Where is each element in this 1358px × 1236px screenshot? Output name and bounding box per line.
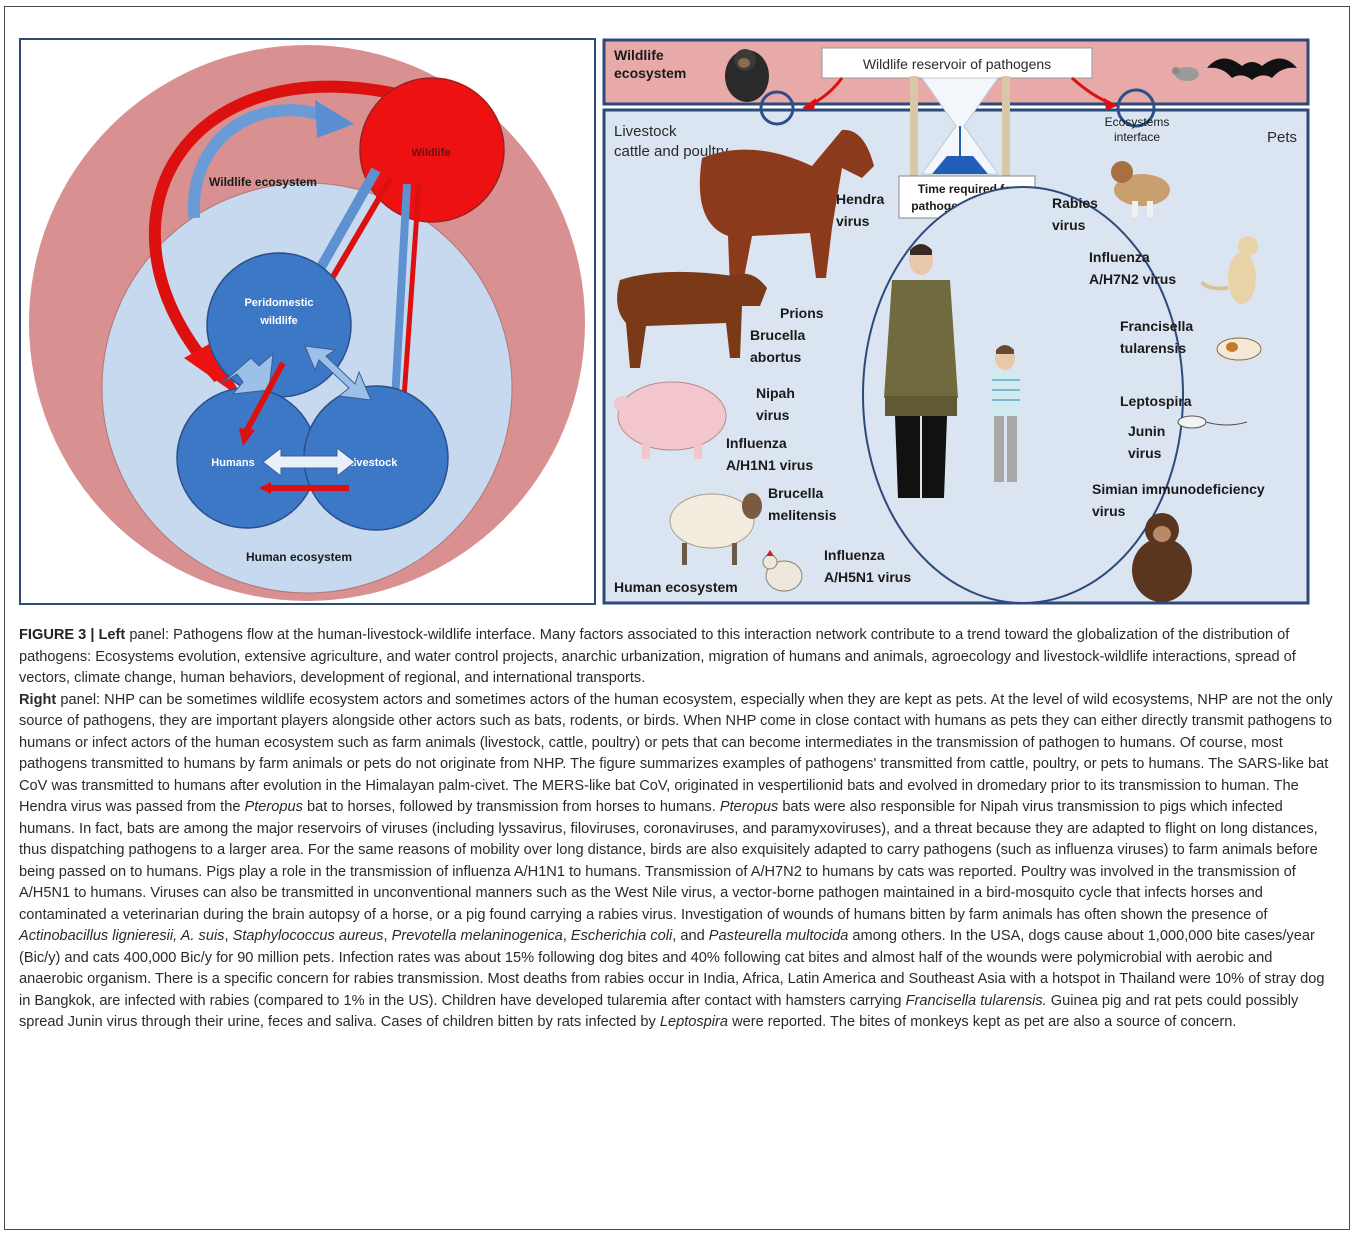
francisella-label-line1: Francisella: [1120, 318, 1193, 334]
brucella-melitensis-line2: melitensis: [768, 507, 837, 523]
caption-text-1: bat to horses, followed by transmission …: [303, 799, 720, 815]
caption-text-6: , and: [672, 928, 709, 944]
caption-left-word: Left: [99, 627, 126, 643]
francisella-label-line2: tularensis: [1120, 340, 1186, 356]
caption-right-paragraph: Right panel: NHP can be sometimes wildli…: [19, 690, 1333, 1034]
siv-label-line2: virus: [1092, 503, 1126, 519]
brucella-abortus-line1: Brucella: [750, 327, 805, 343]
hamster-icon: [1217, 338, 1261, 360]
peridomestic-label-line2: wildlife: [259, 315, 297, 327]
junin-label-line2: virus: [1128, 445, 1162, 461]
caption-italic-francisella: Francisella tularensis.: [906, 993, 1047, 1009]
influenza-h7n2-line1: Influenza: [1089, 249, 1150, 265]
influenza-h7n2-line2: A/H7N2 virus: [1089, 271, 1176, 287]
human-ecosystem-label-left: Human ecosystem: [246, 550, 352, 564]
livestock-label-line1: Livestock: [614, 123, 677, 140]
caption-text-2: bats were also responsible for Nipah vir…: [19, 799, 1318, 923]
influenza-h1n1-line2: A/H1N1 virus: [726, 457, 813, 473]
hendra-label-line2: virus: [836, 213, 870, 229]
wildlife-label: Wildlife: [411, 147, 450, 159]
caption-italic-pteropus-2: Pteropus: [720, 799, 778, 815]
caption-text-3: ,: [224, 928, 232, 944]
nipah-label-line1: Nipah: [756, 385, 795, 401]
leptospira-label: Leptospira: [1120, 393, 1192, 409]
hendra-label-line1: Hendra: [836, 191, 884, 207]
wildlife-reservoir-label: Wildlife reservoir of pathogens: [863, 56, 1051, 72]
influenza-h1n1-line1: Influenza: [726, 435, 787, 451]
ecosystems-interface-line2: interface: [1114, 130, 1160, 144]
influenza-h5n1-line1: Influenza: [824, 547, 885, 563]
brucella-melitensis-line1: Brucella: [768, 485, 823, 501]
caption-text-9: were reported. The bites of monkeys kept…: [728, 1014, 1236, 1030]
figure-label: FIGURE 3 |: [19, 627, 99, 643]
caption-right-text: panel: NHP can be sometimes wildlife eco…: [19, 692, 1333, 816]
junin-label-line1: Junin: [1128, 423, 1165, 439]
caption-italic-pteropus-1: Pteropus: [245, 799, 303, 815]
caption-left-text: panel: Pathogens flow at the human-lives…: [19, 627, 1296, 686]
pets-label: Pets: [1267, 129, 1297, 146]
caption-italic-ecoli: Escherichia coli: [571, 928, 672, 944]
caption-italic-prevotella: Prevotella melaninogenica: [392, 928, 563, 944]
prions-label: Prions: [780, 305, 824, 321]
influenza-h5n1-line2: A/H5N1 virus: [824, 569, 911, 585]
peridomestic-label-line1: Peridomestic: [244, 297, 313, 309]
human-ecosystem-label-right: Human ecosystem: [614, 579, 738, 595]
wildlife-ecosystem-label: Wildlife ecosystem: [209, 175, 317, 189]
caption-right-word: Right: [19, 692, 56, 708]
caption-italic-leptospira: Leptospira: [660, 1014, 728, 1030]
wildlife-ecosystem-label-line2: ecosystem: [614, 65, 686, 81]
brucella-abortus-line2: abortus: [750, 349, 802, 365]
right-diagram-svg: Wildlife ecosystem Wildlife reservoir of…: [602, 38, 1310, 605]
humans-label: Humans: [211, 457, 254, 469]
right-panel-diagram: Wildlife ecosystem Wildlife reservoir of…: [602, 38, 1310, 605]
nipah-label-line2: virus: [756, 407, 790, 423]
caption-italic-staph: Staphylococcus aureus: [233, 928, 384, 944]
left-panel-diagram: Wildlife Wildlife ecosystem Peridomestic…: [19, 38, 596, 605]
caption-italic-pasteurella: Pasteurella multocida: [709, 928, 849, 944]
left-diagram-svg: Wildlife Wildlife ecosystem Peridomestic…: [19, 38, 596, 605]
rabies-label-line2: virus: [1052, 217, 1086, 233]
rabies-label-line1: Rabies: [1052, 195, 1098, 211]
caption-left-paragraph: FIGURE 3 | Left panel: Pathogens flow at…: [19, 625, 1333, 690]
wildlife-ecosystem-label-line1: Wildlife: [614, 47, 664, 63]
caption-text-4: ,: [383, 928, 391, 944]
ecosystems-interface-line1: Ecosystems: [1105, 115, 1170, 129]
figure-caption: FIGURE 3 | Left panel: Pathogens flow at…: [19, 625, 1333, 1034]
caption-text-5: ,: [563, 928, 571, 944]
siv-label-line1: Simian immunodeficiency: [1092, 481, 1265, 497]
caption-italic-actinobacillus: Actinobacillus lignieresii, A. suis: [19, 928, 224, 944]
